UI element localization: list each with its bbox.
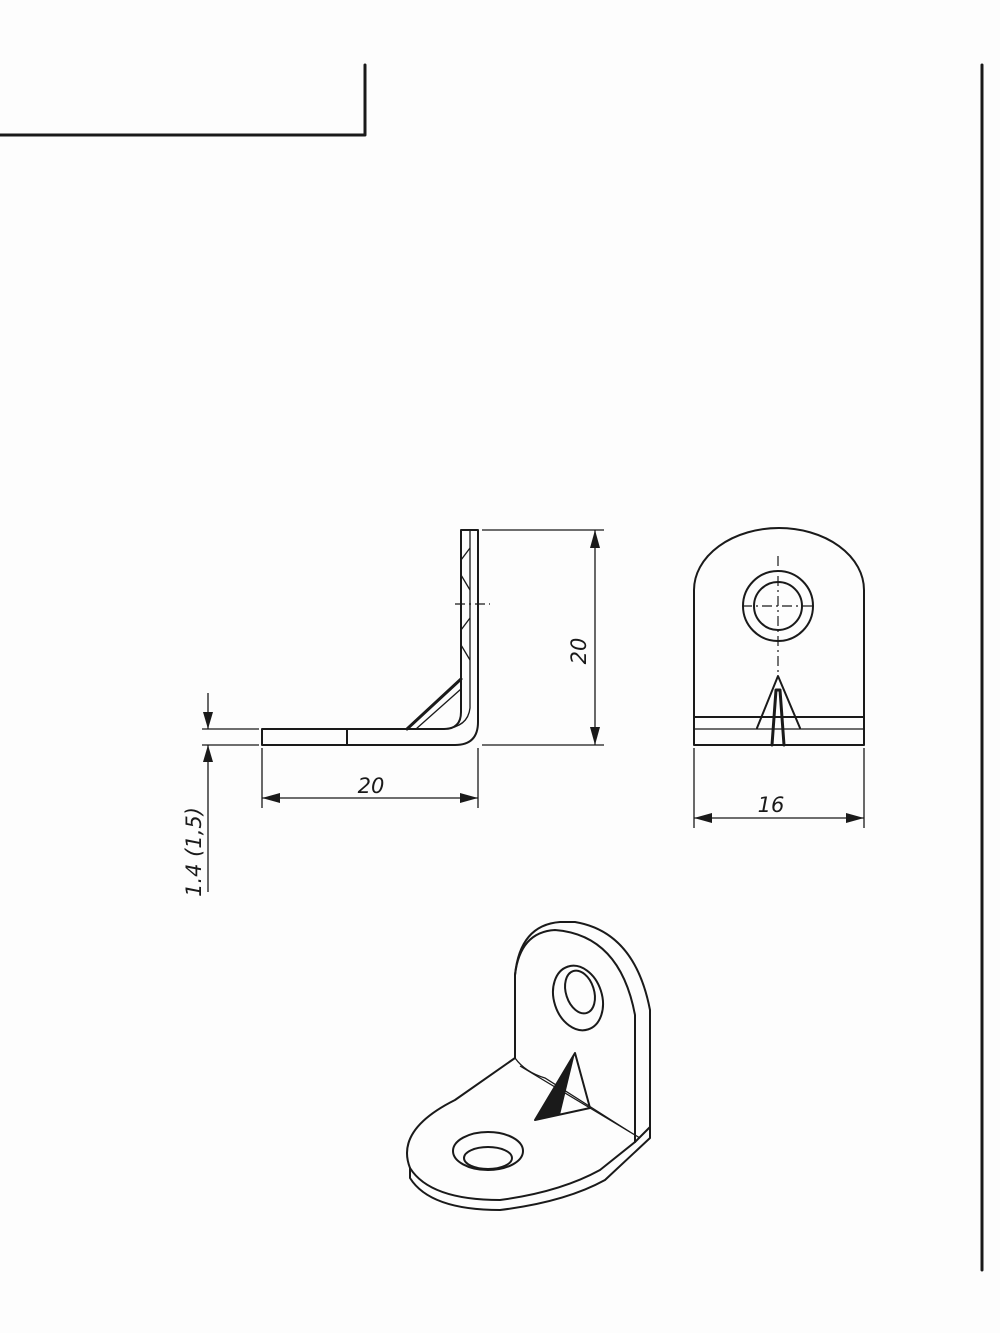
dim-horizontal-leg: 20 xyxy=(261,748,479,808)
side-profile-outer xyxy=(261,529,479,746)
dim-horizontal-leg-label: 20 xyxy=(358,774,385,798)
isometric-view xyxy=(406,921,651,1211)
dim-vertical-leg: 20 xyxy=(482,529,604,746)
title-block-fragment xyxy=(0,63,367,137)
iso-hole-vertical xyxy=(552,964,604,1032)
dim-vertical-leg-label: 20 xyxy=(567,638,591,665)
dim-thickness-label: 1.4 (1,5) xyxy=(182,807,206,897)
front-outline xyxy=(693,527,865,746)
dim-width-label: 16 xyxy=(758,793,785,817)
iso-horizontal-plate xyxy=(406,1057,636,1201)
side-rib xyxy=(405,677,463,731)
side-view: 20 20 1.4 (1,5) xyxy=(182,529,604,897)
iso-vertical-plate xyxy=(514,921,651,1143)
dim-width: 16 xyxy=(693,748,865,828)
dim-thickness: 1.4 (1,5) xyxy=(182,693,259,897)
iso-hole-horizontal xyxy=(452,1131,524,1171)
front-rib xyxy=(756,675,801,729)
front-view: 16 xyxy=(693,527,865,828)
